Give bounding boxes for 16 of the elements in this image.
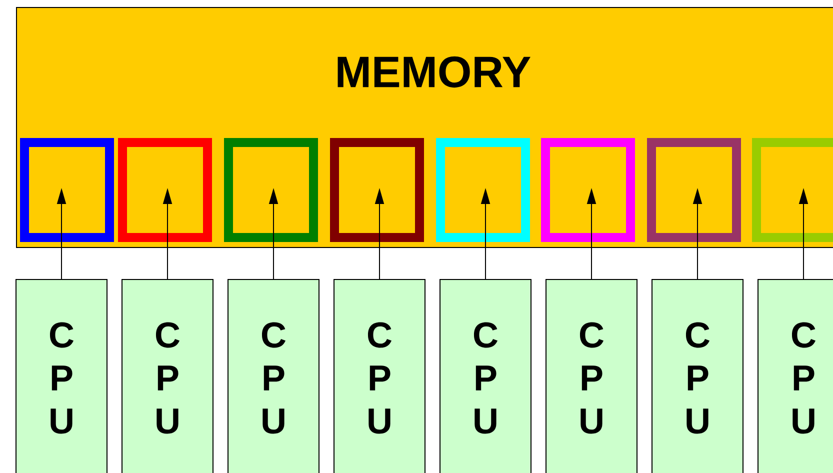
cpu-box: C P U xyxy=(16,279,108,473)
cpu-box: C P U xyxy=(122,279,214,473)
memory-cell xyxy=(647,138,741,242)
memory-cell xyxy=(20,138,114,242)
memory-cell xyxy=(118,138,212,242)
cpu-box: C P U xyxy=(334,279,426,473)
cpu-box: C P U xyxy=(758,279,833,473)
cpu-box: C P U xyxy=(440,279,532,473)
cpu-box: C P U xyxy=(546,279,638,473)
memory-cell xyxy=(330,138,424,242)
memory-cell xyxy=(752,138,833,242)
cpu-box: C P U xyxy=(652,279,744,473)
memory-cell xyxy=(436,138,530,242)
memory-cell xyxy=(224,138,318,242)
cpu-box: C P U xyxy=(228,279,320,473)
memory-cell xyxy=(541,138,635,242)
